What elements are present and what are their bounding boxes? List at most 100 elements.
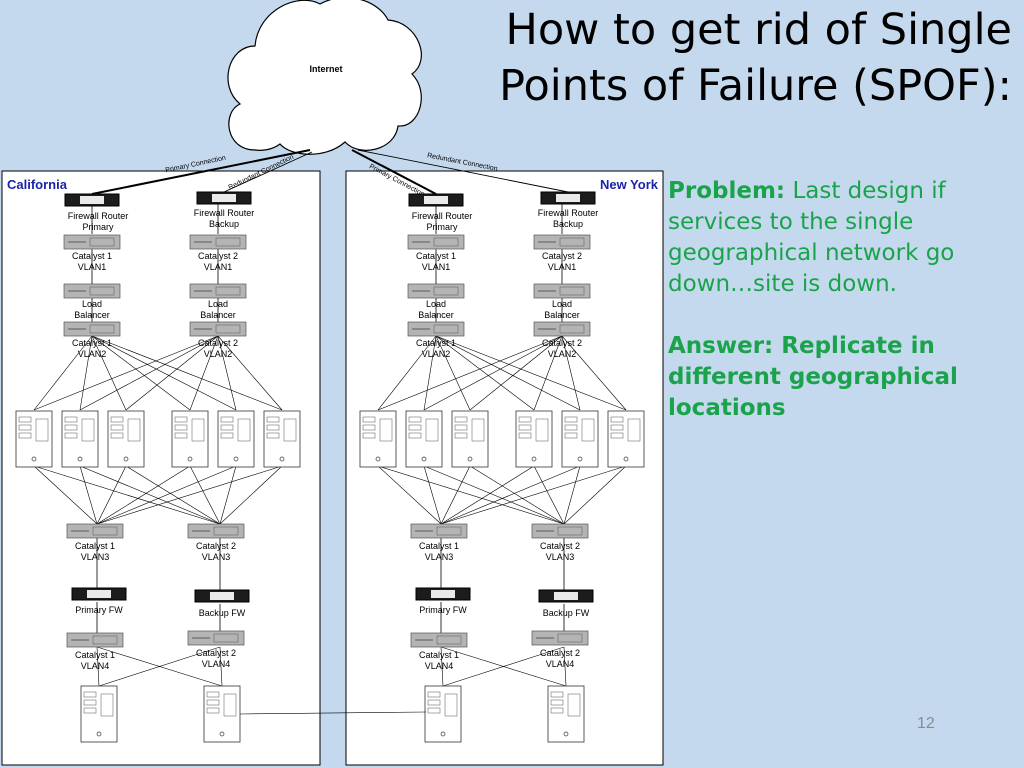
- problem-label: Problem:: [668, 178, 786, 204]
- problem-paragraph: Problem: Last design if services to the …: [668, 176, 1018, 300]
- title-line-2: Points of Failure (SPOF):: [499, 61, 1012, 111]
- load-balancer-2: [189, 283, 247, 299]
- answer-label: Answer:: [668, 333, 774, 359]
- database-server-1: [424, 685, 462, 743]
- web-server-6: [263, 410, 301, 468]
- catalyst-2-vlan4: [187, 630, 245, 646]
- site-panel: [1, 170, 321, 766]
- catalyst-1-vlan4: [410, 632, 468, 648]
- slide-title: How to get rid of Single Points of Failu…: [499, 2, 1012, 114]
- database-server-1: [80, 685, 118, 743]
- web-server-5: [217, 410, 255, 468]
- load-balancer-2: [533, 283, 591, 299]
- notes: Problem: Last design if services to the …: [668, 176, 1018, 424]
- answer-text: Replicate in different geographical loca…: [668, 333, 958, 421]
- catalyst-2-vlan1: [189, 234, 247, 250]
- database-server-2: [203, 685, 241, 743]
- catalyst-1-vlan1: [63, 234, 121, 250]
- catalyst-1-vlan4: [66, 632, 124, 648]
- redundant-connection-label-new-york: Redundant Connection: [426, 152, 498, 173]
- web-server-2: [405, 410, 443, 468]
- catalyst-2-vlan4: [531, 630, 589, 646]
- primary-connection-california: [91, 149, 311, 195]
- catalyst-1-vlan3: [66, 523, 124, 539]
- backup-fw-label: Backup FW: [199, 608, 246, 618]
- catalyst-2-vlan2: [189, 321, 247, 337]
- catalyst-1-vlan2: [407, 321, 465, 337]
- catalyst-2-vlan1: [533, 234, 591, 250]
- web-server-1: [359, 410, 397, 468]
- firewall-router-primary: [408, 193, 464, 207]
- primary-fw: [71, 587, 127, 601]
- site-links: [33, 204, 283, 687]
- database-server-2: [547, 685, 585, 743]
- web-server-4: [515, 410, 553, 468]
- catalyst-1-vlan1: [407, 234, 465, 250]
- firewall-router-primary: [64, 193, 120, 207]
- load-balancer-1: [407, 283, 465, 299]
- replication-link: [239, 711, 427, 715]
- redundant-connection-new-york: [357, 149, 569, 193]
- site-label: California: [7, 177, 68, 192]
- internet-cloud: Internet: [227, 0, 422, 155]
- firewall-router-backup: [196, 191, 252, 205]
- site-label: New York: [600, 177, 659, 192]
- primary-fw: [415, 587, 471, 601]
- web-server-4: [171, 410, 209, 468]
- title-line-1: How to get rid of Single: [505, 5, 1013, 55]
- web-server-3: [451, 410, 489, 468]
- catalyst-2-vlan3: [531, 523, 589, 539]
- catalyst-2-vlan3: [187, 523, 245, 539]
- primary-fw-label: Primary FW: [419, 605, 467, 615]
- page-number: 12: [917, 715, 935, 732]
- answer-paragraph: Answer: Replicate in different geographi…: [668, 331, 1018, 424]
- backup-fw: [538, 589, 594, 603]
- backup-fw: [194, 589, 250, 603]
- firewall-router-backup: [540, 191, 596, 205]
- primary-connection-new-york: [351, 149, 437, 195]
- web-server-5: [561, 410, 599, 468]
- redundant-connection-california: [223, 151, 313, 193]
- web-server-1: [15, 410, 53, 468]
- web-server-3: [107, 410, 145, 468]
- problem-text: Last design if services to the single ge…: [668, 178, 955, 297]
- catalyst-1-vlan3: [410, 523, 468, 539]
- backup-fw-label: Backup FW: [543, 608, 590, 618]
- site-panel: [345, 170, 664, 766]
- load-balancer-1: [63, 283, 121, 299]
- site-links: [377, 204, 627, 687]
- web-server-2: [61, 410, 99, 468]
- catalyst-1-vlan2: [63, 321, 121, 337]
- catalyst-2-vlan2: [533, 321, 591, 337]
- primary-fw-label: Primary FW: [75, 605, 123, 615]
- web-server-6: [607, 410, 645, 468]
